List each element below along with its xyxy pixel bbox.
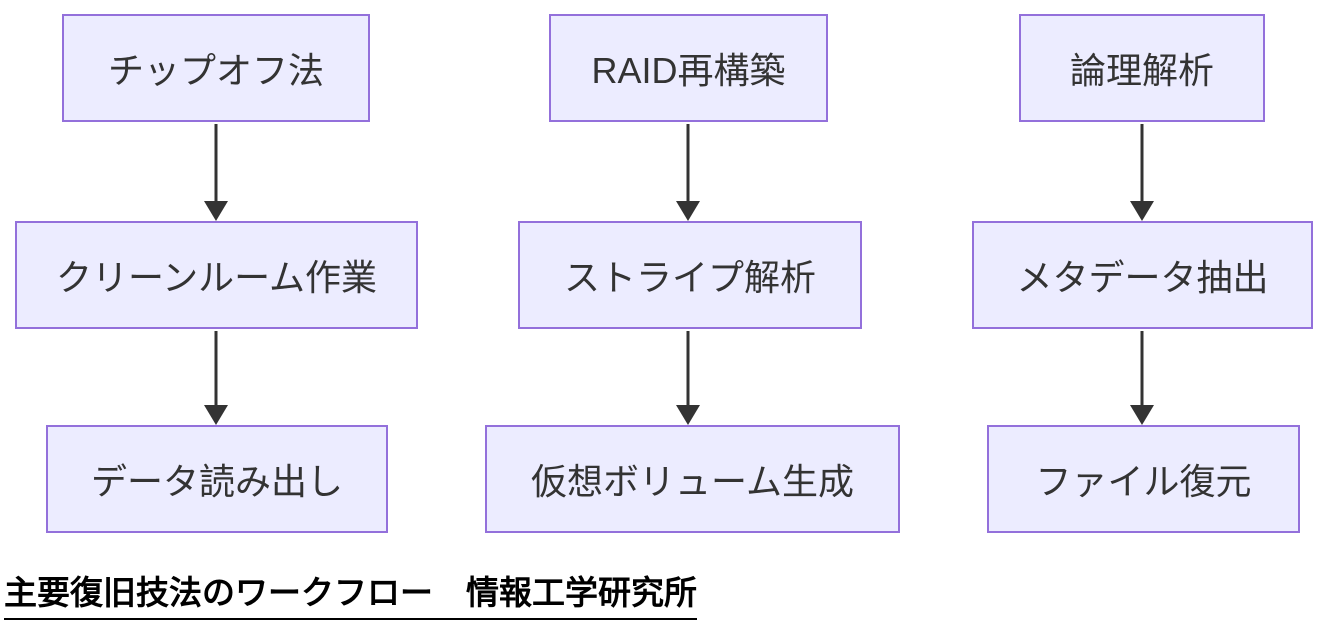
node-file-recovery: ファイル復元 xyxy=(987,425,1300,533)
node-data-readout: データ読み出し xyxy=(46,425,388,533)
arrow-line xyxy=(1140,331,1144,409)
arrow-line xyxy=(214,124,218,205)
arrow-line xyxy=(214,331,218,409)
node-chip-off: チップオフ法 xyxy=(62,14,370,122)
arrow-down-icon xyxy=(1129,331,1155,425)
arrow-down-icon xyxy=(203,331,229,425)
node-cleanroom-work: クリーンルーム作業 xyxy=(15,221,418,329)
arrow-head xyxy=(204,405,228,425)
diagram-caption-text: 主要復旧技法のワークフロー 情報工学研究所 xyxy=(4,566,697,620)
node-logical-analysis: 論理解析 xyxy=(1019,14,1265,122)
arrow-down-icon xyxy=(203,124,229,221)
arrow-head xyxy=(676,201,700,221)
node-metadata-extraction: メタデータ抽出 xyxy=(972,221,1313,329)
diagram-caption: 主要復旧技法のワークフロー 情報工学研究所 xyxy=(4,566,697,620)
arrow-head xyxy=(676,405,700,425)
arrow-down-icon xyxy=(675,124,701,221)
node-raid-rebuild: RAID再構築 xyxy=(549,14,828,122)
arrow-head xyxy=(1130,201,1154,221)
arrow-line xyxy=(1140,124,1144,205)
node-stripe-analysis: ストライプ解析 xyxy=(518,221,862,329)
arrow-down-icon xyxy=(1129,124,1155,221)
arrow-line xyxy=(686,331,690,409)
node-virtual-volume: 仮想ボリューム生成 xyxy=(485,425,900,533)
arrow-head xyxy=(204,201,228,221)
arrow-line xyxy=(686,124,690,205)
arrow-head xyxy=(1130,405,1154,425)
arrow-down-icon xyxy=(675,331,701,425)
